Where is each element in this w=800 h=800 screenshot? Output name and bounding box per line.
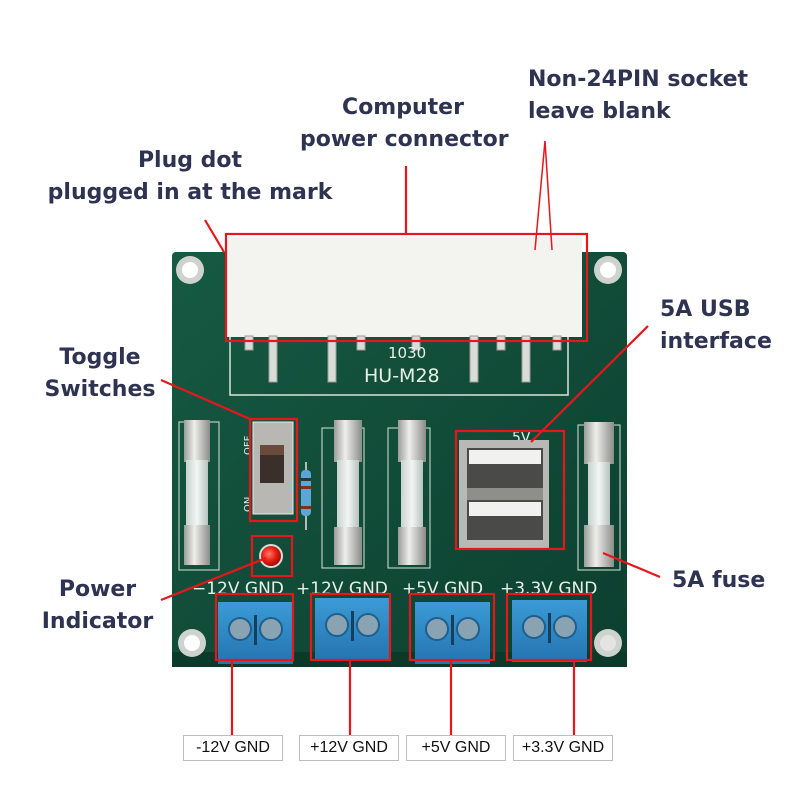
callout-line-usb [530, 325, 649, 443]
label-plug-dot: Plug dot plugged in at the mark [45, 145, 335, 209]
highlight-terminal-minus12v [214, 592, 295, 662]
label-power-indicator: Power Indicator [35, 574, 160, 638]
fuse [178, 420, 220, 571]
label-line: Computer [342, 95, 464, 120]
switch-on-label: ON [243, 497, 254, 512]
label-line: interface [660, 329, 772, 354]
output-label-plus3v3: +3.3V GND [513, 735, 613, 761]
callout-line-fuse [602, 551, 661, 579]
fuse [387, 420, 431, 569]
label-toggle-switches: Toggle Switches [40, 342, 160, 406]
label-line: Indicator [41, 609, 154, 634]
label-usb-interface: 5A USB interface [660, 294, 772, 358]
output-label-minus12v: -12V GND [183, 735, 283, 761]
label-line: plugged in at the mark [47, 180, 333, 205]
highlight-toggle-switch [248, 417, 299, 523]
callout-line-plug-dot [204, 219, 225, 253]
output-label-plus5v: +5V GND [406, 735, 506, 761]
silk-label-plus12v: +12V GND [296, 579, 388, 599]
callout-line-toggle-switches [160, 378, 251, 421]
silk-label-plus3v3: +3.3V GND [500, 579, 597, 599]
resistor [301, 462, 311, 530]
power-indicator-led [259, 544, 283, 568]
highlight-terminal-plus3v3 [505, 592, 593, 662]
atx-24pin-connector [227, 237, 582, 337]
terminal-block-minus12v[interactable] [218, 602, 293, 664]
output-label-plus12v: +12V GND [299, 735, 399, 761]
label-non24pin-socket: Non-24PIN socket leave blank [528, 64, 748, 128]
label-computer-power-connector: Computer power connector [300, 92, 509, 156]
label-line: 5A USB [660, 297, 751, 322]
label-line: Plug dot [137, 148, 243, 173]
board-model-name: HU-M28 [364, 365, 440, 387]
callout-line-power-indicator [160, 556, 267, 602]
label-line: Non-24PIN socket [528, 67, 749, 92]
label-line: Power [58, 577, 137, 602]
callout-line-non24pin-b [544, 140, 553, 251]
terminal-block-plus3v3[interactable] [512, 600, 587, 662]
highlight-led [250, 534, 294, 578]
silk-label-plus5v: +5V GND [402, 579, 483, 599]
connector-pins [244, 335, 562, 383]
label-line: Switches [44, 377, 156, 402]
fuse [577, 422, 621, 571]
label-line: Toggle [59, 345, 141, 370]
mounting-hole [594, 256, 622, 284]
usb-dual-port[interactable] [459, 440, 549, 550]
terminal-block-plus5v[interactable] [415, 602, 490, 664]
label-line: 5A fuse [672, 568, 766, 593]
board-model-number: 1030 [388, 344, 426, 362]
highlight-usb [454, 429, 566, 551]
fuse [321, 420, 365, 569]
mounting-hole [176, 256, 204, 284]
label-line: power connector [300, 127, 509, 152]
mounting-hole [594, 629, 622, 657]
toggle-switch[interactable] [252, 421, 294, 515]
callout-line-non24pin-a [534, 140, 546, 251]
label-line: leave blank [528, 99, 671, 124]
terminal-block-plus12v[interactable] [315, 598, 390, 660]
mounting-hole [178, 629, 206, 657]
switch-off-label: OFF [243, 435, 254, 455]
label-fuse: 5A fuse [672, 565, 765, 597]
